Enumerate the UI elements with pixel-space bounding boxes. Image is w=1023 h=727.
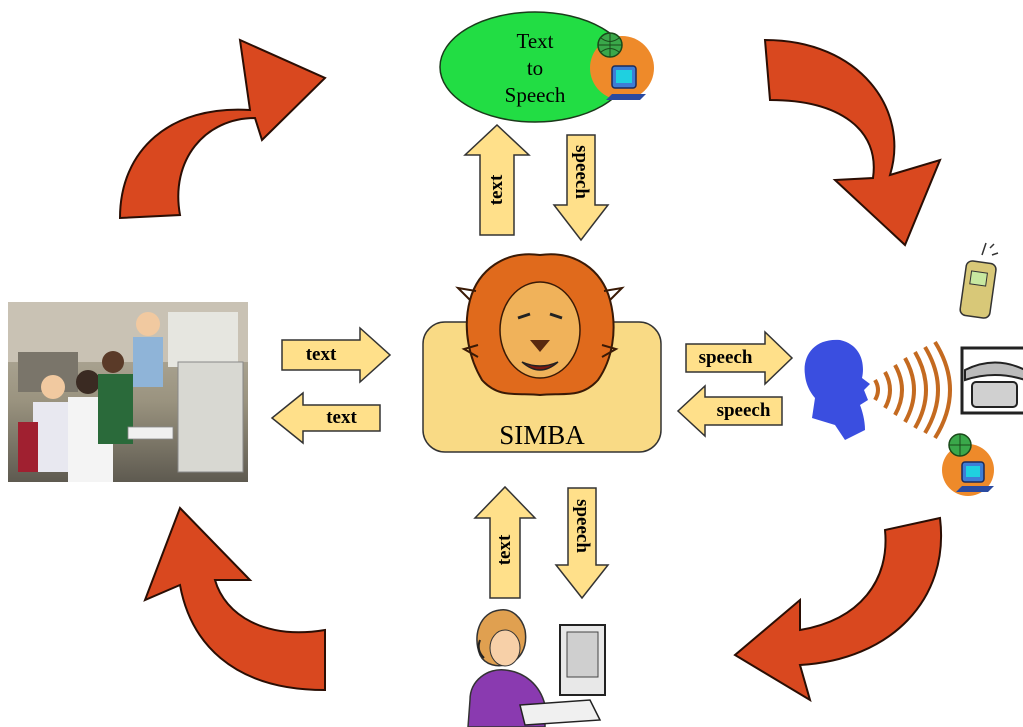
globe-computer-icon-2	[942, 433, 994, 496]
block-arrow-left-left	[270, 391, 381, 445]
label-top-down: speech	[571, 145, 592, 199]
block-arrow-left-right	[281, 326, 392, 384]
label-bottom-down: speech	[572, 499, 593, 553]
office-photo-scene	[8, 302, 248, 482]
label-bottom-up: text	[494, 534, 515, 566]
block-arrow-right-right	[685, 330, 794, 386]
lion-icon	[455, 253, 625, 397]
tts-line-3: Speech	[504, 83, 566, 107]
label-left-left: text	[326, 407, 357, 428]
label-left-right: text	[305, 344, 337, 365]
block-arrow-top-down	[552, 134, 610, 242]
block-arrow-right-left	[676, 384, 783, 438]
tts-line-1: Text	[516, 29, 554, 53]
telephone-icon	[960, 346, 1023, 415]
mobile-phone-icon	[959, 242, 999, 319]
block-arrow-bottom-down	[554, 487, 610, 600]
cycle-arrow-bottom-left	[143, 506, 326, 692]
block-arrow-bottom-up	[473, 485, 537, 599]
cycle-arrow-bottom-right	[733, 516, 943, 703]
label-right-right: speech	[698, 347, 753, 368]
cycle-arrow-top-left	[118, 38, 327, 220]
office-photo	[8, 302, 248, 482]
tts-line-2: to	[526, 56, 544, 80]
simba-label: SIMBA	[499, 420, 585, 450]
label-right-left: speech	[716, 400, 771, 421]
speaking-head-icon	[804, 339, 952, 440]
block-arrow-top-up	[463, 123, 531, 236]
call-agent-icon	[467, 609, 606, 727]
globe-computer-icon	[590, 32, 654, 100]
label-top-up: text	[486, 174, 507, 206]
cycle-arrow-top-right	[763, 38, 942, 247]
tts-label: Text to Speech	[475, 28, 595, 109]
